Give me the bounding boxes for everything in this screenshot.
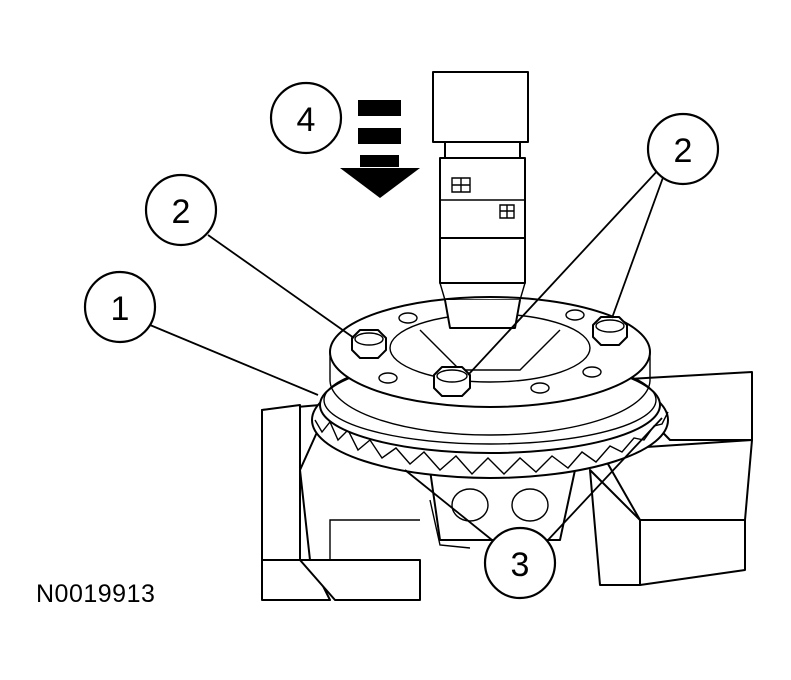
callout-4: 4 (269, 81, 343, 155)
callout-3: 3 (483, 526, 557, 600)
ring-gear-teeth (314, 411, 669, 476)
press-ram-tool (432, 71, 529, 329)
ring-gear-bolt-center (433, 366, 471, 397)
callout-2-left-label: 2 (172, 193, 191, 231)
callout-1-label: 1 (111, 290, 130, 328)
press-fixture-blocks (261, 371, 753, 601)
callout-4-label: 4 (297, 101, 316, 139)
callout-2-left: 2 (144, 173, 218, 247)
callout-1: 1 (83, 270, 157, 344)
differential-case (429, 469, 576, 541)
callout-2-right: 2 (646, 112, 720, 186)
down-arrow-icon (340, 100, 420, 198)
callout-2-right-label: 2 (674, 132, 693, 170)
callout-3-label: 3 (511, 546, 530, 584)
leader-lines (149, 167, 666, 541)
ring-gear-bolt-left (351, 329, 387, 359)
ring-gear-bolt-right (592, 316, 628, 346)
figure-reference-code: N0019913 (36, 580, 156, 608)
